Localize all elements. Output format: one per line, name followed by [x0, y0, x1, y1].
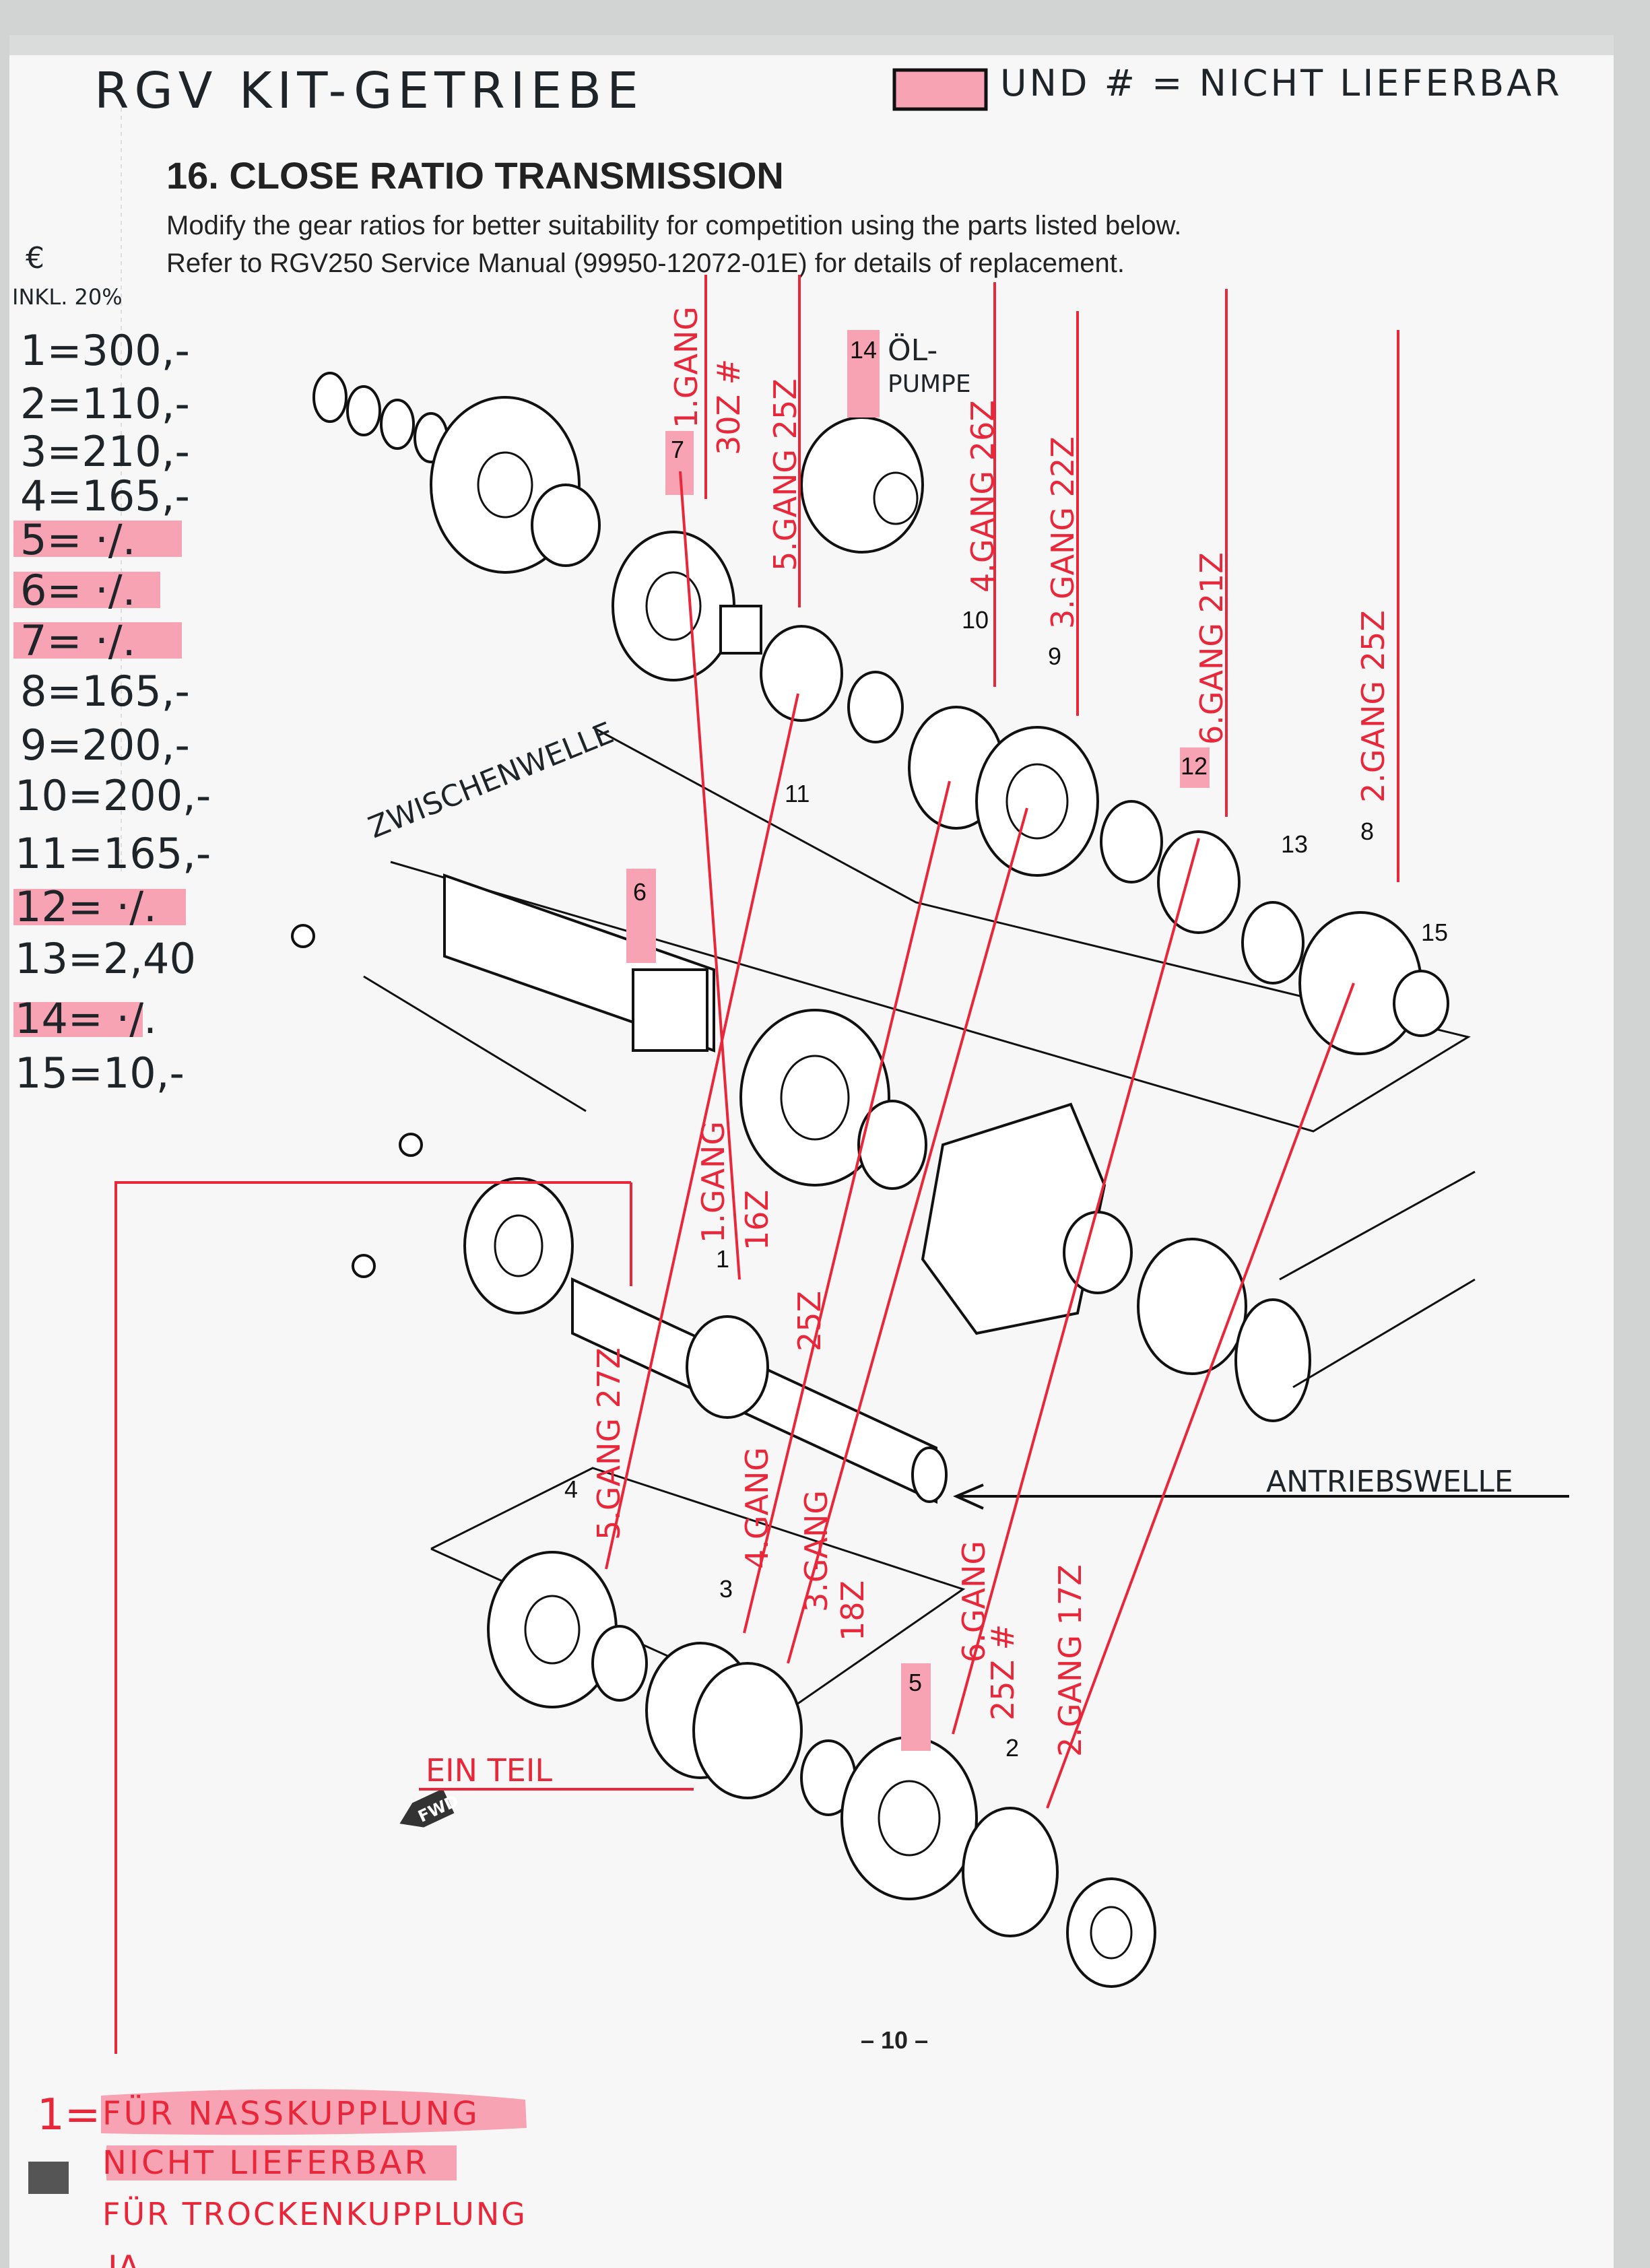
- part-number: 6: [633, 878, 647, 906]
- note-line-3: FÜR TROCKENKUPPLUNG: [102, 2196, 527, 2232]
- transmission-diagram: [291, 372, 1476, 1988]
- gear-note: 2.GANG 25Z: [1355, 610, 1391, 803]
- note-line-2: NICHT LIEFERBAR: [102, 2144, 430, 2182]
- price-item: 10=200,-: [15, 771, 211, 820]
- gear-note: 1.GANG: [695, 1121, 731, 1243]
- footer-notes: 1= FÜR NASSKUPPLUNG NICHT LIEFERBAR FÜR …: [28, 2089, 527, 2268]
- gear-note: 18Z: [834, 1580, 871, 1641]
- gear-note: 5.GANG 27Z: [591, 1347, 627, 1540]
- gear-note: 16Z: [739, 1190, 775, 1250]
- price-item: 12= ·/.: [15, 882, 157, 931]
- tax-note: INKL. 20%: [12, 284, 123, 310]
- note-line-4: JA: [106, 2248, 140, 2268]
- part-number: 5: [909, 1669, 922, 1696]
- part-number: 9: [1048, 642, 1061, 670]
- handwritten-title: RGV KIT-GETRIEBE: [94, 62, 644, 120]
- oil-pump-label-2: PUMPE: [888, 370, 971, 398]
- part-number: 3: [719, 1575, 733, 1603]
- part-number: 2: [1005, 1734, 1019, 1762]
- price-item: 11=165,-: [15, 829, 211, 878]
- gear-note: 2.GANG 17Z: [1052, 1564, 1088, 1757]
- legend-text: UND # = NICHT LIEFERBAR: [1000, 62, 1562, 104]
- unavailable-highlight: [13, 889, 186, 925]
- legend-highlight-swatch: [892, 68, 988, 111]
- price-item: 15=10,-: [15, 1048, 185, 1098]
- price-item: 9=200,-: [20, 721, 190, 770]
- part-number: 11: [785, 780, 810, 807]
- unavailable-highlight: [13, 1002, 143, 1037]
- gear-annotations: 1.GANG 30Z # 5.GANG 25Z 4.GANG 26Z 3.GAN…: [426, 306, 1391, 1789]
- page-number: – 10 –: [861, 2026, 928, 2054]
- currency-symbol: €: [26, 241, 44, 275]
- gear-note: 4.GANG: [739, 1447, 775, 1569]
- description-line-2: Refer to RGV250 Service Manual (99950-12…: [166, 248, 1125, 278]
- one-part-label: EIN TEIL: [426, 1752, 552, 1789]
- price-item: 5= ·/.: [20, 515, 135, 564]
- description-line-1: Modify the gear ratios for better suitab…: [166, 211, 1181, 240]
- part-number: 15: [1421, 919, 1448, 946]
- price-item: 3=210,-: [20, 427, 190, 476]
- gear-note: 30Z #: [711, 359, 747, 455]
- price-item: 8=165,-: [20, 667, 190, 716]
- gear-note: 6.GANG: [956, 1541, 992, 1663]
- unavailable-highlight: [13, 622, 182, 659]
- part-number: 13: [1281, 830, 1308, 858]
- price-item: 7= ·/.: [20, 616, 135, 665]
- gear-note: 25Z: [791, 1291, 828, 1352]
- gear-note: 5.GANG 25Z: [767, 378, 803, 571]
- part-number: 8: [1360, 818, 1374, 845]
- price-item: 4=165,-: [20, 471, 190, 521]
- note-line-1: FÜR NASSKUPPLUNG: [102, 2095, 480, 2133]
- oil-pump-label: ÖL-: [888, 333, 937, 368]
- annotation-arrows: [114, 275, 1399, 2054]
- part-number: 4: [564, 1475, 578, 1503]
- unavailable-highlight: [13, 521, 182, 557]
- note-prefix: 1=: [37, 2090, 100, 2140]
- price-item: 1=300,-: [20, 326, 190, 375]
- driveshaft-label: ANTRIEBSWELLE: [1266, 1465, 1513, 1499]
- part-number: 12: [1181, 752, 1208, 780]
- price-item: 13=2,40: [15, 934, 196, 983]
- price-item: 6= ·/.: [20, 566, 135, 615]
- gear-note: 25Z #: [985, 1624, 1021, 1721]
- price-item: 2=110,-: [20, 379, 190, 428]
- unavailable-highlight: [13, 572, 160, 608]
- price-list: € INKL. 20% 1=300,- 2=110,- 3=210,- 4=16…: [12, 241, 211, 1098]
- price-item: 14= ·/.: [15, 994, 157, 1043]
- part-numbers: 7 14 10 9 11 12 13 8 15 6 1 4 3 5 2: [564, 336, 1448, 1762]
- part-number: 10: [962, 606, 989, 634]
- gear-note: 6.GANG 21Z: [1193, 552, 1230, 745]
- document-title: 16. CLOSE RATIO TRANSMISSION: [166, 154, 784, 197]
- gear-note: 4.GANG 26Z: [964, 400, 1001, 593]
- part-number: 14: [850, 336, 877, 364]
- part-number: 1: [716, 1245, 729, 1273]
- gear-note: 1.GANG: [668, 306, 704, 428]
- part-number: 7: [671, 436, 684, 463]
- gear-note: 3.GANG 22Z: [1045, 436, 1081, 629]
- gear-note: 3.GANG: [798, 1490, 834, 1612]
